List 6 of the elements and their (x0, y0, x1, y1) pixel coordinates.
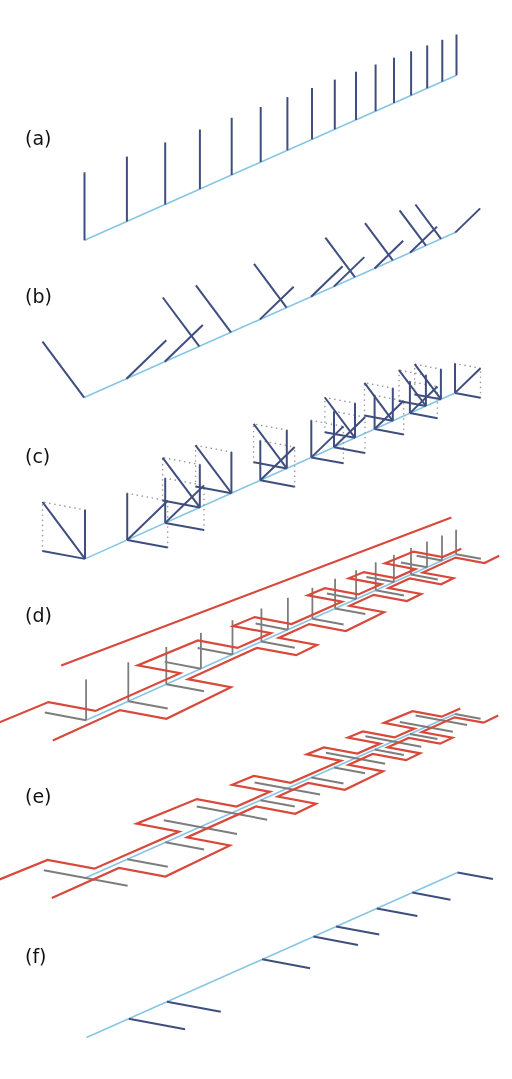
panel-label: (c) (25, 447, 51, 466)
panel-label: (d) (25, 606, 52, 625)
panel-label: (e) (25, 787, 52, 806)
panel-label: (a) (25, 129, 52, 148)
panel-label: (b) (25, 287, 52, 306)
panel-label: (f) (25, 947, 47, 966)
